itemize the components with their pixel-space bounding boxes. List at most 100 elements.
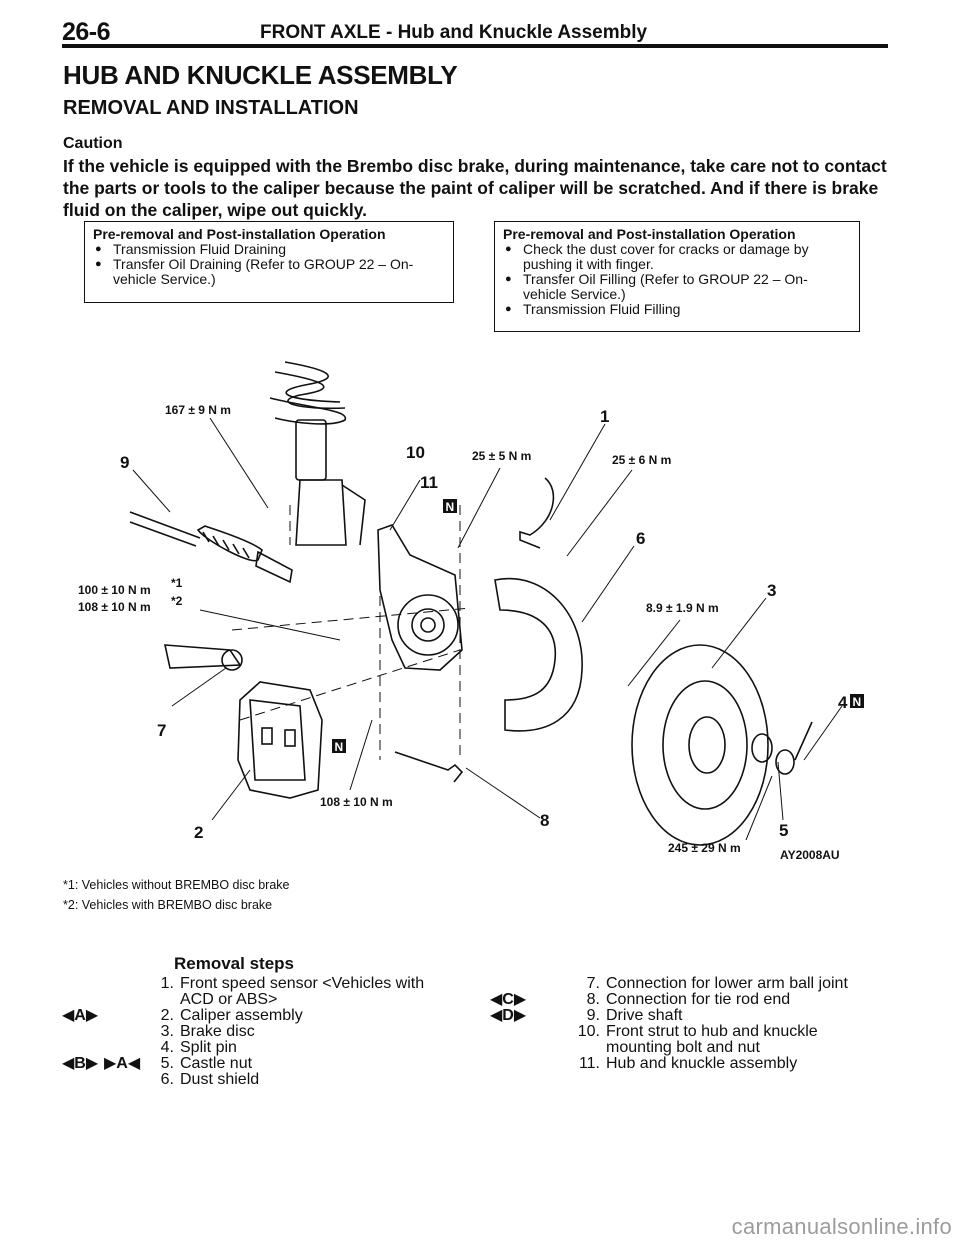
torque-label: 25 ± 5 N m <box>472 449 531 463</box>
removal-steps-left: 1. Front speed sensor <Vehicles with ACD … <box>154 976 454 1088</box>
watermark: carmanualsonline.info <box>731 1214 952 1239</box>
list-item: 9. Drive shaft <box>570 1008 890 1024</box>
running-title: FRONT AXLE - Hub and Knuckle Assembly <box>260 22 648 43</box>
page-number: 26-6 <box>62 18 111 46</box>
post-installation-box: Pre-removal and Post-installation Operat… <box>494 221 860 332</box>
part-number-3: 3 <box>767 581 776 600</box>
list-item: 8. Connection for tie rod end <box>570 992 890 1008</box>
part-number-8: 8 <box>540 811 549 830</box>
service-marker-c: ◀C▶ <box>490 991 527 1008</box>
lower-arm-drawing <box>163 644 243 671</box>
list-item: Transmission Fluid Draining <box>93 242 445 258</box>
step-number: 5. <box>160 1055 174 1072</box>
new-part-marker-text: N <box>853 695 862 709</box>
list-item: 11. Hub and knuckle assembly <box>570 1056 890 1072</box>
caliper-drawing <box>237 681 323 799</box>
service-marker-d: ◀D▶ <box>490 1007 527 1024</box>
list-item: Transmission Fluid Filling <box>503 302 851 318</box>
part-number-6: 6 <box>636 529 645 548</box>
torque-label: 25 ± 6 N m <box>612 453 671 467</box>
drive-shaft-drawing <box>129 511 293 584</box>
list-item: 2. Caliper assembly <box>154 1008 454 1024</box>
new-part-marker: N <box>332 739 346 754</box>
list-item: 4. Split pin <box>154 1040 454 1056</box>
torque-footnote-mark: *2 <box>171 594 183 608</box>
post-installation-list: Check the dust cover for cracks or damag… <box>503 242 851 318</box>
list-item: 6.Dust shield <box>154 1072 454 1088</box>
post-installation-title: Pre-removal and Post-installation Operat… <box>503 226 796 242</box>
step-number: 8. <box>586 991 600 1008</box>
pre-removal-list: Transmission Fluid Draining Transfer Oil… <box>93 242 445 287</box>
caution-text: If the vehicle is equipped with the Brem… <box>63 156 887 220</box>
part-number-10: 10 <box>406 443 425 462</box>
part-number-7: 7 <box>157 721 166 740</box>
list-item: 5. Castle nut <box>154 1056 454 1072</box>
new-part-marker-text: N <box>335 740 344 754</box>
torque-label: 167 ± 9 N m <box>165 403 231 417</box>
footnote: *2: Vehicles with BREMBO disc brake <box>63 898 273 912</box>
step-text: Hub and knuckle assembly <box>606 1055 798 1072</box>
step-number: 11. <box>578 1055 600 1072</box>
list-item: Check the dust cover for cracks or damag… <box>503 242 851 272</box>
torque-label: 8.9 ± 1.9 N m <box>646 601 719 615</box>
speed-sensor-drawing <box>519 477 555 549</box>
hub-knuckle-exploded-diagram: 1 2 3 4 5 6 7 8 9 10 11 167 ± 9 N m 25 ±… <box>78 361 864 862</box>
torque-label: 108 ± 10 N m <box>78 600 151 614</box>
removal-steps-title: Removal steps <box>174 954 294 973</box>
step-text: Drive shaft <box>606 1007 683 1024</box>
step-number: 4. <box>160 1039 174 1056</box>
brake-disc-drawing <box>631 644 769 846</box>
caution-label: Caution <box>63 135 123 152</box>
service-marker-b: ◀B▶ <box>62 1055 99 1072</box>
list-item: Transfer Oil Filling (Refer to GROUP 22 … <box>503 272 851 302</box>
list-item: 3. Brake disc <box>154 1024 454 1040</box>
step-text: Front speed sensor <Vehicles with ACD or… <box>180 975 425 1008</box>
step-number: 9. <box>586 1007 600 1024</box>
pre-removal-box: Pre-removal and Post-installation Operat… <box>84 221 454 303</box>
figure-id: AY2008AU <box>780 848 840 862</box>
dust-shield-drawing <box>494 577 583 732</box>
step-number: 10. <box>577 1023 600 1040</box>
step-text: Caliper assembly <box>180 1007 303 1024</box>
step-text: Connection for tie rod end <box>606 991 791 1008</box>
torque-label: 108 ± 10 N m <box>320 795 393 809</box>
step-number: 3. <box>160 1023 174 1040</box>
list-item: 7. Connection for lower arm ball joint <box>570 976 890 992</box>
torque-footnote-mark: *1 <box>171 576 183 590</box>
torque-label: 245 ± 29 N m <box>668 841 741 855</box>
strut-spring-drawing <box>269 361 366 546</box>
list-item: 10. Front strut to hub and knuckle mounti… <box>570 1024 890 1056</box>
list-item: 1. Front speed sensor <Vehicles with ACD … <box>154 976 454 1008</box>
part-number-2: 2 <box>194 823 203 842</box>
step-number: 2. <box>160 1007 174 1024</box>
step-number: 7. <box>586 975 600 992</box>
service-marker-a: ◀A▶ <box>62 1007 99 1024</box>
new-part-marker: N <box>850 694 864 709</box>
step-text: Split pin <box>180 1039 237 1056</box>
step-text: Connection for lower arm ball joint <box>606 975 848 992</box>
step-text: Front strut to hub and knuckle mounting … <box>606 1023 818 1056</box>
torque-label: 100 ± 10 N m <box>78 583 151 597</box>
step-number: 6. <box>160 1071 174 1088</box>
new-part-marker-text: N <box>446 500 455 514</box>
footnote: *1: Vehicles without BREMBO disc brake <box>63 878 290 892</box>
castle-nut-drawing <box>751 721 813 775</box>
part-number-5: 5 <box>779 821 788 840</box>
step-text: Castle nut <box>180 1055 253 1072</box>
part-number-11: 11 <box>420 473 438 492</box>
diagram-footnotes: *1: Vehicles without BREMBO disc brake *… <box>63 875 290 915</box>
section-title: HUB AND KNUCKLE ASSEMBLY <box>63 60 458 90</box>
service-marker-b-install: ▶A◀ <box>104 1055 141 1072</box>
pre-removal-title: Pre-removal and Post-installation Operat… <box>93 226 386 242</box>
tie-rod-end-drawing <box>394 751 464 783</box>
removal-steps-right: 7. Connection for lower arm ball joint 8.… <box>570 976 890 1072</box>
part-number-4: 4 <box>838 693 848 712</box>
part-number-9: 9 <box>120 453 129 472</box>
step-text: Brake disc <box>180 1023 255 1040</box>
list-item: Transfer Oil Draining (Refer to GROUP 22… <box>93 257 445 287</box>
new-part-marker: N <box>443 499 457 514</box>
page-header: 26-6 FRONT AXLE - Hub and Knuckle Assemb… <box>62 18 888 46</box>
step-number: 1. <box>160 975 174 992</box>
knuckle-hub-drawing <box>377 524 463 671</box>
section-subtitle: REMOVAL AND INSTALLATION <box>63 97 359 119</box>
